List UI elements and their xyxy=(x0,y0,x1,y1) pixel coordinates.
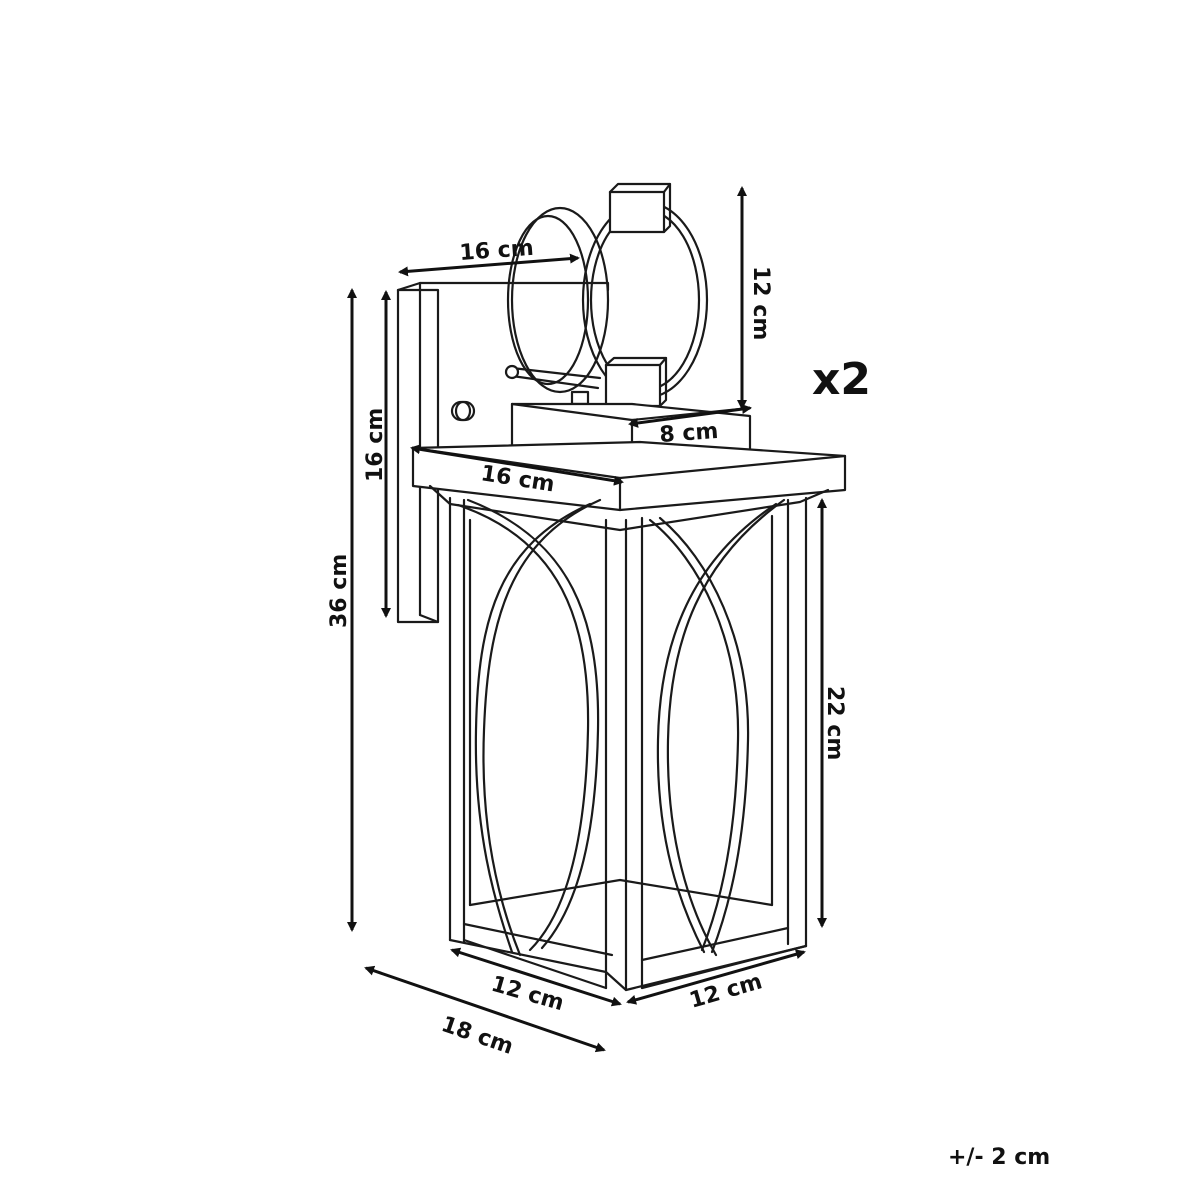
label-body-height: 22 cm xyxy=(822,686,847,760)
decorative-arches xyxy=(456,498,786,957)
dim-total-depth-line xyxy=(364,965,606,1053)
label-arm-depth: 16 cm xyxy=(459,236,535,266)
support-arm xyxy=(504,364,602,406)
lantern-drawing xyxy=(396,182,847,992)
ring-handle xyxy=(506,182,709,408)
dimension-lines xyxy=(347,186,827,1053)
dim-arm-depth-line xyxy=(398,253,580,277)
label-top-plate-width: 8 cm xyxy=(659,419,720,448)
quantity-label: x2 xyxy=(812,354,871,405)
dim-base-right-line xyxy=(626,949,806,1005)
tolerance-label: +/- 2 cm xyxy=(948,1145,1050,1170)
label-total-depth: 18 cm xyxy=(438,1012,516,1060)
dim-roof-width-line xyxy=(410,444,624,486)
label-handle-height: 12 cm xyxy=(748,266,773,340)
roof xyxy=(411,440,847,532)
lantern-body xyxy=(448,496,808,992)
label-base-left: 12 cm xyxy=(488,972,566,1016)
label-backplate-height: 16 cm xyxy=(363,408,388,482)
dim-top-plate-line xyxy=(628,404,752,428)
label-total-height: 36 cm xyxy=(327,554,352,628)
label-base-right: 12 cm xyxy=(687,969,765,1013)
